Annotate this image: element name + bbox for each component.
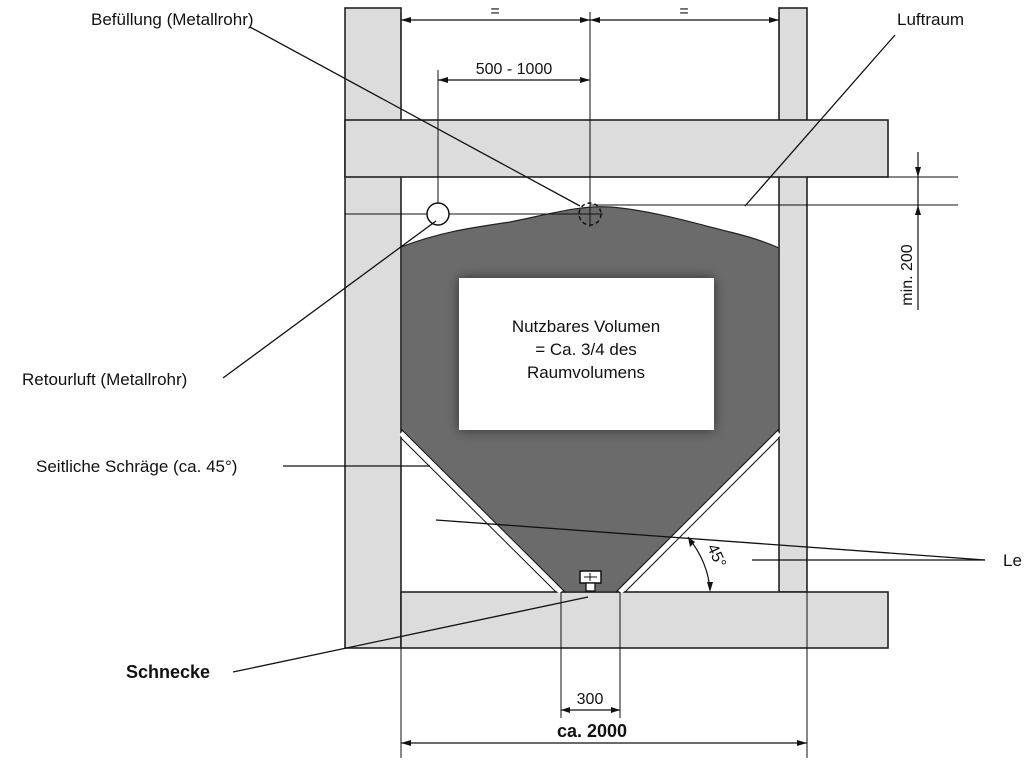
dim-auger-width: 300 bbox=[577, 691, 604, 708]
label-le: Le bbox=[1003, 551, 1022, 570]
label-luftraum: Luftraum bbox=[897, 10, 964, 29]
volume-text-2: = Ca. 3/4 des bbox=[535, 340, 637, 359]
slope-right bbox=[618, 431, 781, 594]
left-wall bbox=[344, 7, 402, 649]
dim-equal-right: = bbox=[679, 3, 688, 20]
volume-text-1: Nutzbares Volumen bbox=[512, 317, 660, 336]
dim-pipe-spacing: 500 - 1000 bbox=[476, 61, 553, 78]
label-schraege: Seitliche Schräge (ca. 45°) bbox=[36, 457, 237, 476]
return-air-pipe-icon bbox=[426, 202, 450, 226]
volume-text-3: Raumvolumens bbox=[527, 363, 645, 382]
floor-slab bbox=[400, 591, 889, 649]
label-befuellung: Befüllung (Metallrohr) bbox=[91, 10, 254, 29]
volume-info-box bbox=[459, 278, 714, 430]
slope-left bbox=[399, 431, 563, 594]
ceiling-slab bbox=[344, 119, 889, 178]
dim-total-width: ca. 2000 bbox=[557, 721, 627, 741]
dim-equal-left: = bbox=[490, 3, 499, 20]
dim-min-gap: min. 200 bbox=[899, 244, 916, 305]
label-retourluft: Retourluft (Metallrohr) bbox=[22, 370, 187, 389]
label-schnecke: Schnecke bbox=[126, 662, 210, 682]
dim-angle: 45° bbox=[703, 542, 729, 571]
right-wall bbox=[778, 7, 808, 593]
